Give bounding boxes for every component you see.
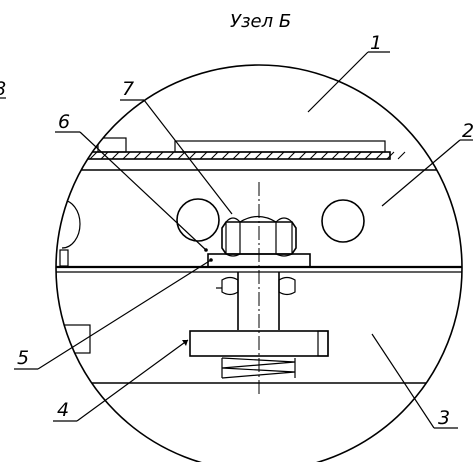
hatch-line	[342, 151, 351, 160]
bolt-head	[221, 215, 297, 257]
leader-dots	[182, 248, 213, 346]
hatch-line	[375, 151, 384, 160]
nut-right-edge	[317, 330, 329, 357]
hatch-line	[133, 151, 142, 160]
callout-2: 2	[462, 120, 473, 142]
callout-3: 3	[438, 407, 450, 429]
hatch-line	[353, 151, 362, 160]
hatch-line	[210, 151, 219, 160]
hatch-line	[276, 151, 285, 160]
hatch-line	[386, 151, 395, 160]
lock-washer	[216, 276, 296, 296]
left-tab	[59, 249, 69, 267]
hatch-line	[309, 151, 318, 160]
hatch-line	[265, 151, 274, 160]
hatch-line	[232, 151, 241, 160]
hatch-line	[364, 151, 373, 160]
hatch-line	[298, 151, 307, 160]
hatch-line	[111, 151, 120, 160]
callout-6: 6	[58, 111, 70, 133]
hatch-line	[320, 151, 329, 160]
hatch-line	[166, 151, 175, 160]
hatch-line	[287, 151, 296, 160]
hatch-line	[144, 151, 153, 160]
callout-5: 5	[17, 347, 29, 369]
callout-4: 4	[57, 399, 69, 421]
hatch-line	[177, 151, 186, 160]
callout-7: 7	[122, 78, 134, 100]
leaders	[0, 51, 473, 429]
spring	[221, 357, 296, 379]
callout-8: 8	[0, 78, 6, 100]
hatch-line	[397, 151, 406, 160]
hatch-line	[122, 151, 131, 160]
hatch-line	[243, 151, 252, 160]
hatch-line	[221, 151, 230, 160]
hatch-line	[155, 151, 164, 160]
hole-left	[176, 198, 220, 242]
hatch-line	[254, 151, 263, 160]
detail-title: Узел Б	[230, 11, 291, 32]
hole-right	[321, 199, 365, 243]
detail-boundary-circle	[55, 64, 463, 462]
detail-contents	[56, 137, 462, 395]
hatch-line	[188, 151, 197, 160]
left-hole-partial	[61, 199, 81, 249]
hatch-line	[89, 151, 98, 160]
hatch-line	[199, 151, 208, 160]
hatch-line	[331, 151, 340, 160]
top-sheet-hatching	[89, 151, 406, 160]
callout-1: 1	[370, 32, 382, 54]
